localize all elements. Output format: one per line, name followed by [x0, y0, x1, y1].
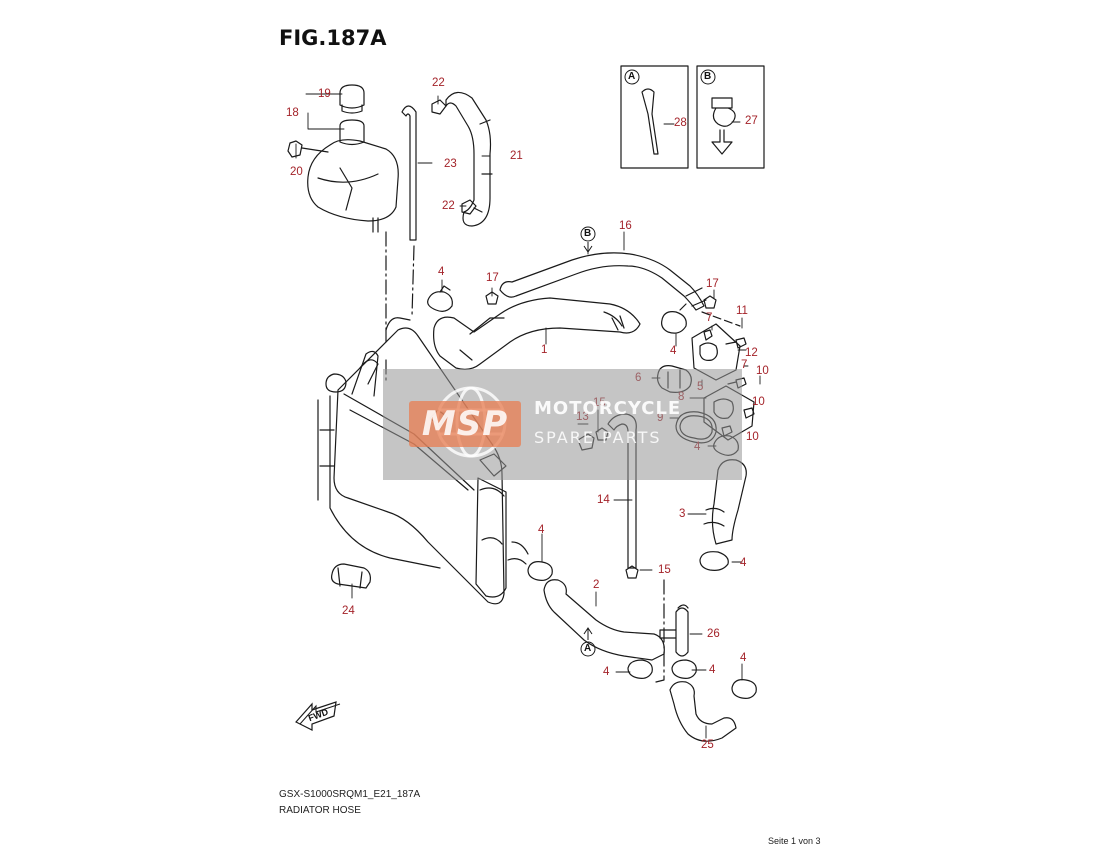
clamp-4-hose1 — [427, 285, 453, 312]
watermark-line2: SPARE PARTS — [534, 428, 662, 447]
bolt-11 — [725, 337, 747, 349]
part-label-4-g[interactable]: 4 — [709, 664, 716, 676]
figure-title: FIG.187A — [279, 26, 387, 50]
clamp-4-pipe26 — [671, 659, 697, 679]
part-label-28[interactable]: 28 — [674, 117, 687, 129]
part-label-17-left[interactable]: 17 — [486, 272, 499, 284]
hose-23 — [401, 105, 417, 241]
part-label-7-top[interactable]: 7 — [706, 312, 713, 324]
section-name: RADIATOR HOSE — [279, 805, 361, 816]
callout-a-box — [624, 69, 640, 85]
clip-27 — [711, 97, 736, 155]
watermark-logo: MSP — [421, 404, 509, 444]
pipe-26 — [659, 604, 689, 657]
fwd-arrow-icon — [295, 701, 341, 731]
reservoir-neck — [339, 119, 365, 146]
callout-letter-b-box: B — [704, 71, 712, 82]
detail-box-b — [696, 65, 765, 169]
callout-letter-b-top: B — [584, 228, 592, 239]
part-label-19[interactable]: 19 — [318, 88, 331, 100]
bracket-24 — [331, 563, 371, 589]
part-label-2[interactable]: 2 — [593, 579, 600, 591]
part-label-3[interactable]: 3 — [679, 508, 686, 520]
model-code: GSX-S1000SRQM1_E21_187A — [279, 789, 421, 800]
part-label-22-top[interactable]: 22 — [432, 77, 445, 89]
clamp-4-hose25 — [731, 679, 757, 699]
part-label-4-d[interactable]: 4 — [538, 524, 545, 536]
watermark-line1: MOTORCYCLE — [534, 398, 682, 419]
part-label-4-h[interactable]: 4 — [740, 652, 747, 664]
watermark-logo-box — [409, 401, 521, 447]
clip-22-bottom — [461, 199, 477, 215]
detail-box-a — [620, 65, 689, 169]
page-info: Seite 1 von 3 — [768, 836, 821, 846]
callout-b-top — [580, 226, 596, 253]
reservoir-body — [307, 139, 399, 222]
clip-17-right — [703, 295, 717, 309]
part-label-27[interactable]: 27 — [745, 115, 758, 127]
part-label-4-f[interactable]: 4 — [603, 666, 610, 678]
hose-1 — [433, 297, 641, 370]
part-label-4-e[interactable]: 4 — [740, 557, 747, 569]
part-label-21[interactable]: 21 — [510, 150, 523, 162]
part-label-16[interactable]: 16 — [619, 220, 632, 232]
cable-tie-28 — [641, 88, 659, 155]
clip-15-bottom — [625, 565, 639, 579]
part-label-12[interactable]: 12 — [745, 347, 758, 359]
part-label-11[interactable]: 11 — [736, 305, 748, 317]
bolt-12 — [703, 329, 713, 341]
part-label-20[interactable]: 20 — [290, 166, 303, 178]
callout-letter-a-bottom: A — [584, 643, 592, 654]
clamp-4-hose2-bottom — [627, 659, 653, 679]
part-label-4-a[interactable]: 4 — [438, 266, 445, 278]
clamp-4-hose2-top — [527, 561, 553, 581]
callout-a-bottom — [580, 627, 596, 657]
reservoir-cap — [339, 84, 365, 109]
reservoir-bolt — [287, 140, 303, 158]
part-label-10-c[interactable]: 10 — [746, 431, 759, 443]
reservoir-tank — [287, 84, 399, 233]
part-label-17-right[interactable]: 17 — [706, 278, 719, 290]
part-label-25[interactable]: 25 — [701, 739, 714, 751]
part-label-10-b[interactable]: 10 — [752, 396, 765, 408]
clip-17-left — [485, 291, 499, 305]
clamp-4-hose3-bottom — [699, 551, 729, 571]
part-label-1[interactable]: 1 — [541, 344, 548, 356]
part-label-26[interactable]: 26 — [707, 628, 720, 640]
part-label-10-a[interactable]: 10 — [756, 365, 769, 377]
part-label-4-b[interactable]: 4 — [670, 345, 677, 357]
callout-b-box — [700, 69, 716, 85]
part-label-7-bottom[interactable]: 7 — [741, 359, 748, 371]
part-label-15-bottom[interactable]: 15 — [658, 564, 671, 576]
hose-16 — [499, 252, 705, 311]
clip-22-top — [431, 99, 447, 115]
radiator-cap — [325, 373, 347, 393]
part-label-22-bottom[interactable]: 22 — [442, 200, 455, 212]
part-label-23[interactable]: 23 — [444, 158, 457, 170]
part-label-24[interactable]: 24 — [342, 605, 355, 617]
bolt-10-c — [743, 407, 755, 419]
hose-25 — [669, 681, 737, 742]
part-label-18[interactable]: 18 — [286, 107, 299, 119]
hose-2 — [543, 579, 665, 661]
clamp-4-right — [661, 303, 687, 334]
part-label-14[interactable]: 14 — [597, 494, 610, 506]
callout-letter-a-box: A — [628, 71, 636, 82]
